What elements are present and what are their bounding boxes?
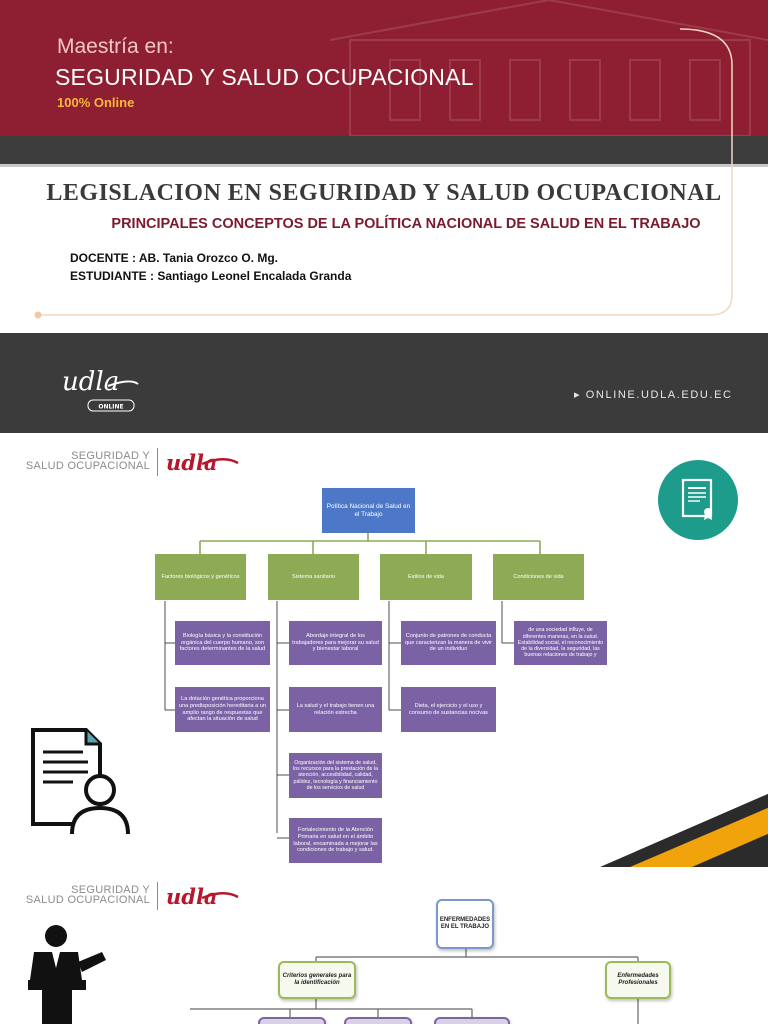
udla-logo-red: udla [166,884,239,909]
maroon-header-band [0,0,768,136]
decorative-frame-line [34,28,733,319]
sistema-item-1: Abordaje integral de los trabajadores pa… [289,621,382,665]
website-url[interactable]: ▸ ONLINE.UDLA.EDU.EC [574,389,733,401]
presenter-icon [28,925,106,1024]
factores-item-2: La dotación genética proporciona una pre… [175,687,270,732]
sub-node-3 [434,1017,510,1024]
category-factores-biologicos: Factores biológicos y genéticos [155,554,246,600]
policy-root-node: Política Nacional de Salud en el Trabajo [322,488,415,533]
udla-logo-red: udla [166,450,239,475]
enfermedades-diagram-slide: SEGURIDAD Y SALUD OCUPACIONAL udla ENFER… [0,867,768,1024]
factores-item-1: Biología básica y la constitución orgáni… [175,621,270,665]
certificate-badge [658,460,738,540]
estilos-item-1: Conjunto de patrones de conducta que car… [401,621,496,665]
criterios-node: Criterios generales para la identificaci… [278,961,356,999]
policy-diagram-slide: SEGURIDAD Y SALUD OCUPACIONAL udla [0,433,768,867]
sistema-item-4: Fortalecimiento de la Atención Primaria … [289,818,382,863]
udla-online-logo: udla ONLINE [62,367,139,412]
criterios-label: Criterios generales para la identificaci… [282,973,352,986]
dark-footer [0,333,768,433]
sub-node-2 [344,1017,412,1024]
header-separator [157,448,158,476]
logo-text: udla [62,367,119,397]
sub-node-1 [258,1017,326,1024]
online-label: 100% Online [57,95,135,110]
header-line2: SALUD OCUPACIONAL [25,460,150,472]
logo-badge: ONLINE [98,404,123,411]
title-slide: Maestría en: SEGURIDAD Y SALUD OCUPACION… [0,0,768,433]
header-line1: SEGURIDAD Y [71,884,150,896]
header-separator [157,882,158,910]
profesionales-label: Enfermedades Profesionales [617,973,659,986]
certificate-icon [681,478,713,520]
sistema-item-2: La salud y el trabajo tienen una relació… [289,687,382,732]
enfermedades-profesionales-node: Enfermedades Profesionales [605,961,671,999]
document-user-icon [31,728,130,835]
maestria-label: Maestría en: [57,35,174,58]
enfermedades-connectors [190,949,639,1024]
condiciones-item-1: de una sociedad influye, de diferentes m… [514,621,607,665]
program-name: SEGURIDAD Y SALUD OCUPACIONAL [55,64,474,90]
building-watermark [330,0,768,136]
docente-line: DOCENTE : AB. Tania Orozco O. Mg. [70,251,279,265]
decorative-corner-stripe [600,793,768,867]
page-title: LEGISLACION EN SEGURIDAD Y SALUD OCUPACI… [46,180,722,206]
header-brand-text: SEGURIDAD Y SALUD OCUPACIONAL [14,884,150,906]
estilos-item-2: Dieta, el ejercicio y el uso y consumo d… [401,687,496,732]
diagram-connectors [164,533,541,839]
dark-strip [0,136,768,164]
estudiante-line: ESTUDIANTE : Santiago Leonel Encalada Gr… [70,269,352,283]
header-brand-text: SEGURIDAD Y SALUD OCUPACIONAL [14,450,150,472]
divider [0,164,768,167]
sistema-item-3: Organización del sistema de salud, los r… [289,753,382,798]
page-subtitle: PRINCIPALES CONCEPTOS DE LA POLÍTICA NAC… [111,216,701,232]
category-sistema-sanitario: Sistema sanitario [268,554,359,600]
category-estilos-de-vida: Estilos de vida [380,554,472,600]
enfermedades-root-node: ENFERMEDADES EN EL TRABAJO [436,899,494,949]
header-line2: SALUD OCUPACIONAL [25,894,150,906]
category-condiciones-de-vida: Condiciones de vida [493,554,584,600]
header-line1: SEGURIDAD Y [71,450,150,462]
